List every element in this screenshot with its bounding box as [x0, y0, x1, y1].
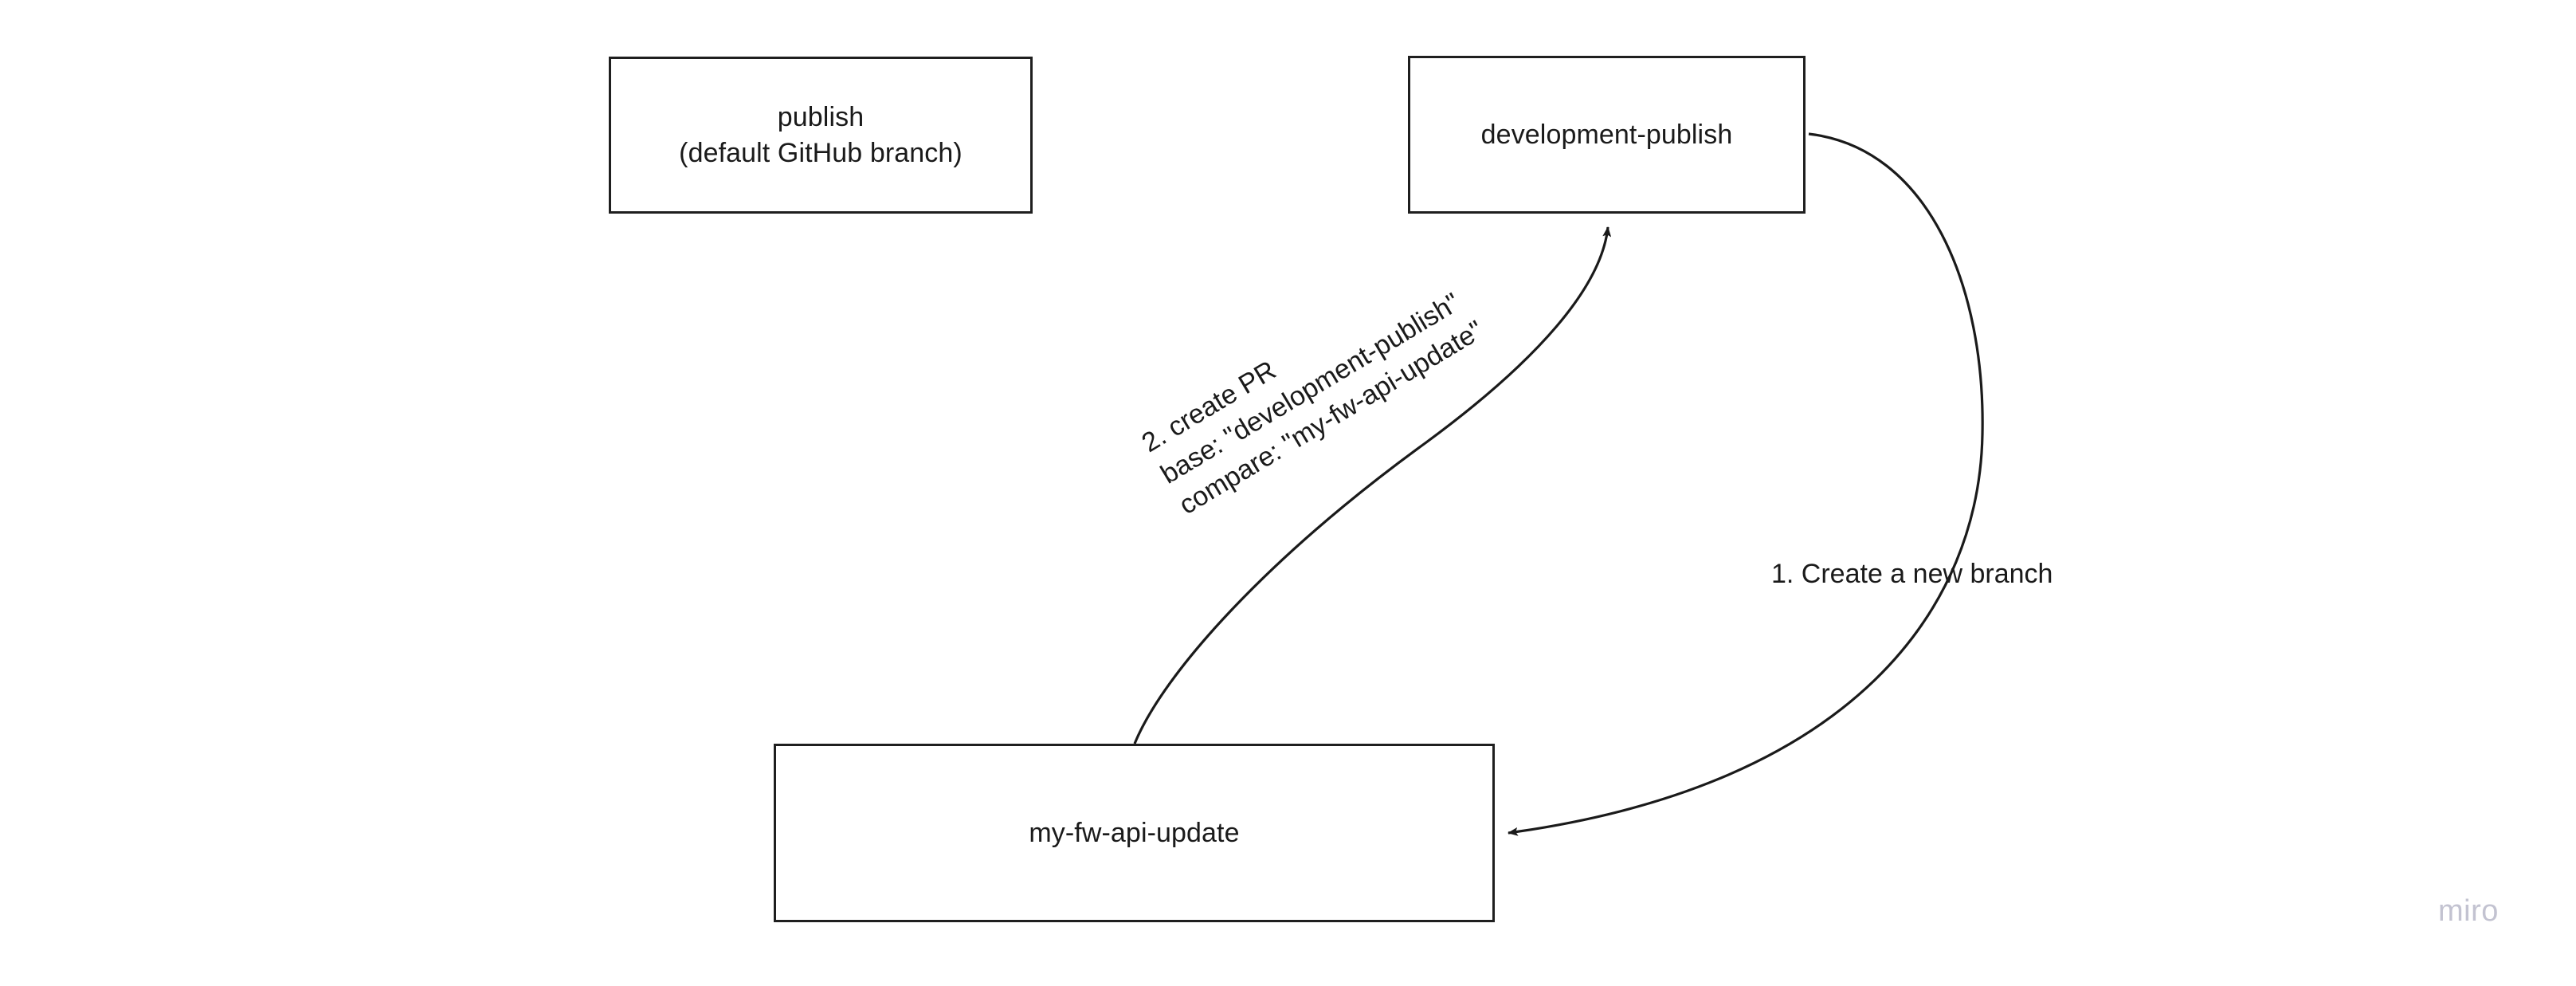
node-publish-label: publish (default GitHub branch) [679, 101, 963, 168]
node-my-fw-api-update-label: my-fw-api-update [1029, 817, 1240, 848]
node-development-publish-label: development-publish [1480, 119, 1733, 150]
node-development-publish[interactable]: development-publish [1408, 56, 1806, 214]
miro-watermark: miro [2438, 894, 2499, 928]
node-publish[interactable]: publish (default GitHub branch) [609, 57, 1033, 214]
node-my-fw-api-update[interactable]: my-fw-api-update [774, 744, 1495, 922]
edge-label-create-branch[interactable]: 1. Create a new branch [1771, 559, 2053, 589]
edge-label-create-pr[interactable]: 2. create PR base: "development-publish"… [1136, 286, 1489, 521]
